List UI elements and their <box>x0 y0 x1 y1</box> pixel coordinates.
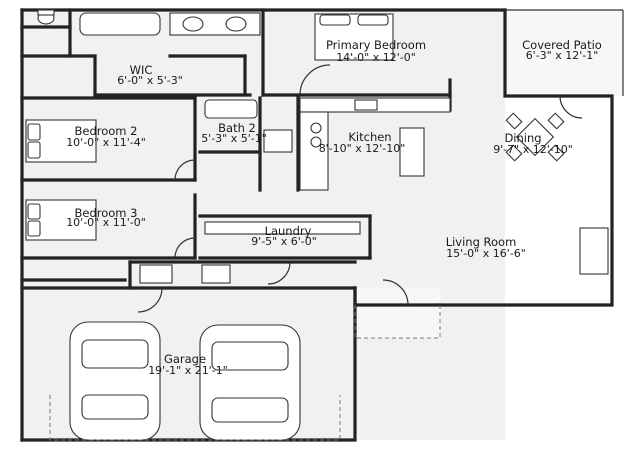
living-furniture <box>579 227 609 275</box>
room-dims: 9'-7" x 12'-10" <box>493 143 573 156</box>
bedroom-2-bed <box>25 119 97 163</box>
room-dims: 10'-0" x 11'-0" <box>66 216 146 229</box>
room-dims: 8'-10" x 12'-10" <box>319 142 406 155</box>
room-dims: 15'-0" x 16'-6" <box>446 247 526 260</box>
porch-fill <box>355 288 440 338</box>
room-name: Primary Bedroom <box>326 38 426 52</box>
laundry-fixtures <box>139 221 361 284</box>
front-porch-outline <box>354 305 441 339</box>
room-name: Living Room <box>446 235 517 249</box>
bath-2-fixtures <box>204 99 293 153</box>
bedroom-3-bed <box>25 199 97 241</box>
room-label-primary-bedroom: Primary Bedroom 14'-0" x 12'-0" <box>326 38 426 64</box>
room-label-bedroom-2: Bedroom 2 10'-0" x 11'-4" <box>66 124 146 149</box>
room-name: WIC <box>130 63 153 77</box>
room-label-garage: Garage 19'-1" x 21'-1" <box>148 352 228 377</box>
room-label-bedroom-3: Bedroom 3 10'-0" x 11'-0" <box>66 206 146 229</box>
room-label-dining: Dining 9'-7" x 12'-10" <box>493 131 573 156</box>
room-name: Laundry <box>265 224 312 238</box>
primary-bed <box>314 13 394 61</box>
room-dims: 10'-0" x 11'-4" <box>66 136 146 149</box>
room-label-wic: WIC 6'-0" x 5'-3" <box>117 63 183 87</box>
room-name: Dining <box>504 131 541 145</box>
room-name: Bedroom 2 <box>75 124 138 138</box>
garage-cars <box>69 321 301 441</box>
covered-patio-outline <box>505 9 624 96</box>
door-swings <box>137 64 583 313</box>
primary-bath-fixtures <box>37 9 261 36</box>
room-label-covered-patio: Covered Patio 6'-3" x 12'-1" <box>522 38 602 62</box>
room-dims: 5'-3" x 5'-1" <box>201 132 267 145</box>
room-dims: 6'-3" x 12'-1" <box>526 49 599 62</box>
kitchen-fixtures <box>299 97 451 191</box>
patio-fill <box>505 10 623 96</box>
room-dims: 14'-0" x 12'-0" <box>336 51 416 64</box>
room-label-laundry: Laundry 9'-5" x 6'-0" <box>251 224 317 248</box>
room-dims: 19'-1" x 21'-1" <box>148 364 228 377</box>
dining-table <box>505 112 565 162</box>
room-label-bath-2: Bath 2 5'-3" x 5'-1" <box>201 121 267 145</box>
interior-walls <box>20 8 452 290</box>
room-name: Bath 2 <box>218 121 256 135</box>
room-dims: 6'-0" x 5'-3" <box>117 74 183 87</box>
room-name: Garage <box>164 352 206 366</box>
room-dims: 9'-5" x 6'-0" <box>251 235 317 248</box>
room-name: Kitchen <box>348 130 391 144</box>
room-label-kitchen: Kitchen 8'-10" x 12'-10" <box>319 130 406 155</box>
room-name: Bedroom 3 <box>75 206 138 220</box>
garage-door-outline <box>49 395 341 441</box>
room-name: Covered Patio <box>522 38 602 52</box>
room-label-living-room: Living Room 15'-0" x 16'-6" <box>446 235 526 260</box>
